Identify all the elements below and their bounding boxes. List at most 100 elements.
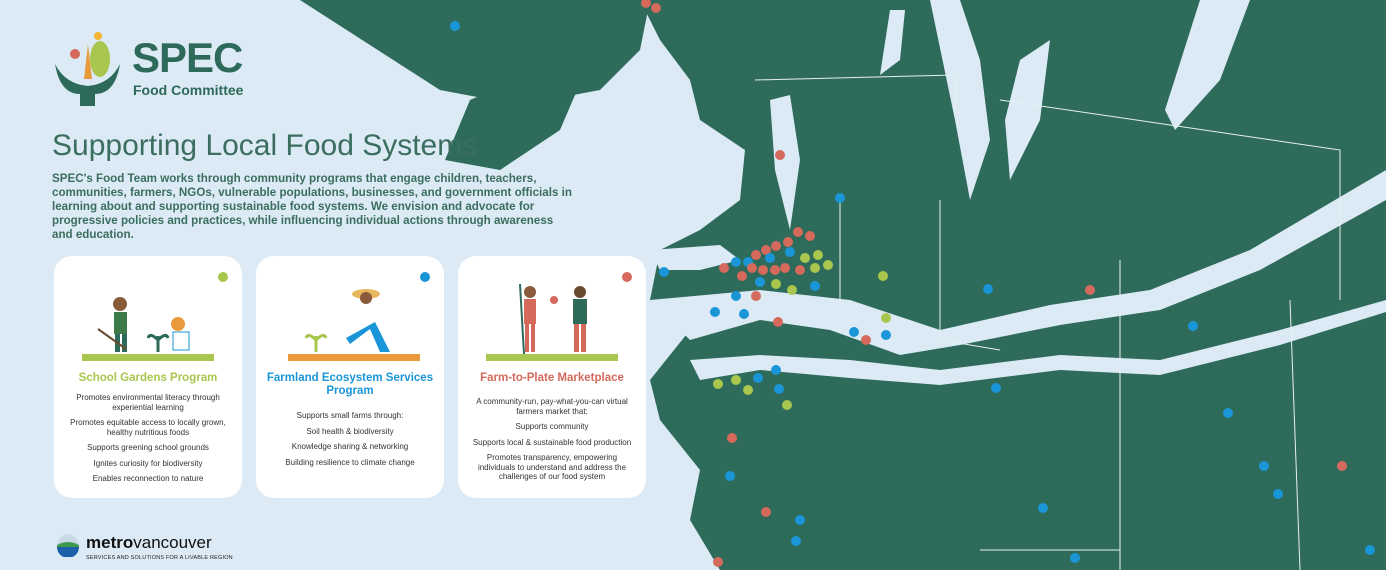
list-item: Supports greening school grounds — [87, 443, 209, 452]
map-marker — [758, 265, 768, 275]
map-marker — [823, 260, 833, 270]
farmer-planting-icon — [288, 289, 420, 361]
page-title: Supporting Local Food Systems — [52, 129, 478, 162]
map-marker — [743, 385, 753, 395]
map-marker — [800, 253, 810, 263]
list-item: Supports local & sustainable food produc… — [472, 437, 632, 447]
logo-tagline: SERVICES AND SOLUTIONS FOR A LIVABLE REG… — [86, 555, 233, 561]
list-item: Enables reconnection to nature — [92, 474, 204, 483]
card-title: Farmland Ecosystem Services Program — [266, 372, 434, 397]
map-marker — [659, 267, 669, 277]
map-marker — [861, 335, 871, 345]
map-marker — [1337, 461, 1347, 471]
map-marker — [770, 265, 780, 275]
logo-vancouver: vancouver — [133, 533, 212, 552]
map-marker — [641, 0, 651, 8]
map-marker — [787, 285, 797, 295]
map-marker — [1365, 545, 1375, 555]
map-marker — [810, 263, 820, 273]
list-item: A community-run, pay-what-you-can virtua… — [476, 397, 628, 416]
list-item: Soil health & biodiversity — [306, 426, 394, 436]
map-marker — [731, 257, 741, 267]
program-markers — [450, 0, 1375, 567]
map-marker — [793, 227, 803, 237]
card-list: A community-run, pay-what-you-can virtua… — [468, 397, 636, 488]
map-marker — [991, 383, 1001, 393]
legend-dot-icon — [420, 272, 430, 282]
boundaries — [754, 74, 1341, 570]
map-marker — [849, 327, 859, 337]
list-item: Promotes equitable access to locally gro… — [70, 418, 226, 437]
map-marker — [761, 507, 771, 517]
brand-name: SPEC — [132, 34, 243, 81]
map-marker — [713, 557, 723, 567]
map-marker — [780, 263, 790, 273]
map-marker — [774, 384, 784, 394]
farmers-market-icon — [486, 283, 618, 361]
list-item: Promotes transparency, empowering indivi… — [477, 453, 627, 481]
children-gardening-icon — [82, 297, 214, 361]
map-marker — [881, 313, 891, 323]
map-marker — [773, 317, 783, 327]
list-item: Supports small farms through: — [296, 411, 404, 420]
map-marker — [1070, 553, 1080, 563]
map-marker — [765, 253, 775, 263]
list-item: Promotes environmental literacy through … — [76, 393, 220, 412]
map-marker — [835, 193, 845, 203]
map-marker — [795, 515, 805, 525]
card-list: Supports small farms through: Soil healt… — [266, 411, 434, 473]
map-marker — [753, 373, 763, 383]
legend-dot-icon — [218, 272, 228, 282]
map-marker — [755, 277, 765, 287]
land — [300, 0, 1386, 570]
map-marker — [1259, 461, 1269, 471]
map-marker — [1223, 408, 1233, 418]
card-school-gardens: School Gardens Program Promotes environm… — [54, 256, 242, 498]
spec-logo: SPEC Food Committee — [50, 24, 250, 110]
map-marker — [813, 250, 823, 260]
map-marker — [810, 281, 820, 291]
map-marker — [751, 291, 761, 301]
map-marker — [795, 265, 805, 275]
map-marker — [737, 271, 747, 281]
brand-subtitle: Food Committee — [133, 82, 244, 98]
card-list: Promotes environmental literacy through … — [64, 393, 232, 490]
metro-vancouver-logo: metrovancouver SERVICES AND SOLUTIONS FO… — [56, 533, 256, 563]
map-marker — [710, 307, 720, 317]
map-marker — [878, 271, 888, 281]
map-marker — [771, 365, 781, 375]
map-marker — [983, 284, 993, 294]
map-marker — [771, 279, 781, 289]
list-item: Supports community — [515, 422, 589, 431]
map-marker — [785, 247, 795, 257]
map-marker — [747, 263, 757, 273]
map-marker — [783, 237, 793, 247]
list-item: Building resilience to climate change — [285, 457, 415, 467]
card-farmland-ecosystem: Farmland Ecosystem Services Program Supp… — [256, 256, 444, 498]
card-title: School Gardens Program — [78, 372, 218, 384]
waterways — [650, 0, 1386, 385]
map-marker — [739, 309, 749, 319]
map-marker — [713, 379, 723, 389]
map-marker — [731, 291, 741, 301]
card-title: Farm-to-Plate Marketplace — [480, 372, 624, 384]
map-marker — [751, 250, 761, 260]
list-item: Knowledge sharing & networking — [291, 442, 409, 451]
hands-vegetables-icon — [55, 32, 120, 106]
map-marker — [771, 241, 781, 251]
map-marker — [719, 263, 729, 273]
map-marker — [1273, 489, 1283, 499]
map-marker — [805, 231, 815, 241]
map-marker — [881, 330, 891, 340]
map-marker — [1038, 503, 1048, 513]
map-marker — [775, 150, 785, 160]
map-marker — [725, 471, 735, 481]
intro-text: SPEC's Food Team works through community… — [52, 172, 572, 241]
map-marker — [727, 433, 737, 443]
legend-dot-icon — [622, 272, 632, 282]
card-farm-to-plate: Farm-to-Plate Marketplace A community-ru… — [458, 256, 646, 498]
map-marker — [791, 536, 801, 546]
map-marker — [1085, 285, 1095, 295]
metro-vancouver-emblem-icon — [57, 534, 79, 557]
map-marker — [782, 400, 792, 410]
